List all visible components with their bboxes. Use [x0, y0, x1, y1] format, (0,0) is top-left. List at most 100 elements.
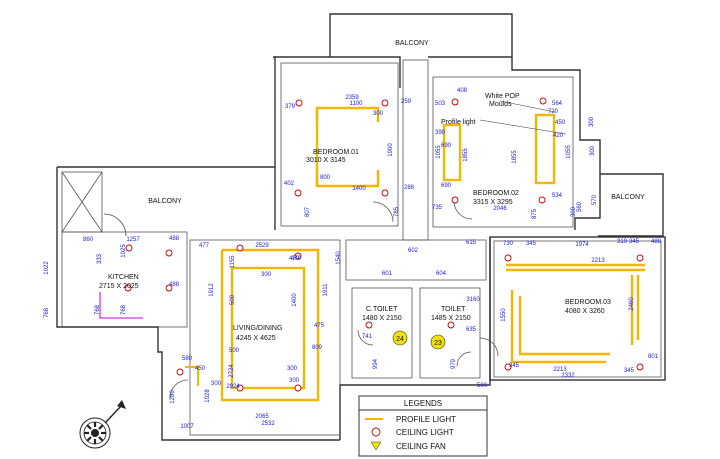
- room-size-bedroom1: 3010 X 3145: [306, 157, 346, 164]
- dimension-label: 420: [553, 133, 564, 139]
- ceiling-fan-23: [430, 334, 446, 350]
- room-size-toilet: 1485 X 2150: [431, 315, 471, 322]
- dimension-label: 604: [436, 271, 447, 277]
- compass-icon: [79, 400, 126, 449]
- dimension-label: 300: [211, 381, 222, 387]
- legend-title: LEGENDS: [404, 399, 442, 408]
- legend-item-ceiling-fan: CEILING FAN: [396, 442, 446, 451]
- dimension-label: 720: [548, 109, 559, 115]
- room-size-bedroom3: 4080 X 3260: [565, 308, 605, 315]
- dimension-label: 601: [382, 271, 393, 277]
- dimension-label: 979: [451, 358, 457, 369]
- dimension-label: 2460: [629, 297, 635, 311]
- dimension-label: 288: [404, 185, 415, 191]
- room-size-ctoilet: 1480 X 2150: [362, 315, 402, 322]
- dimension-label: 503: [435, 101, 446, 107]
- room-name-ctoilet: C.TOILET: [366, 306, 398, 313]
- room-name-toilet: TOILET: [441, 306, 466, 313]
- dimension-label: 1912: [209, 283, 215, 297]
- dimension-label: 345: [624, 368, 635, 374]
- dimension-label: 602: [408, 248, 419, 254]
- dimension-label: 475: [314, 323, 325, 329]
- dimension-label: 1022: [44, 261, 50, 275]
- dimension-label: 345: [629, 239, 640, 245]
- dimension-label: 1400: [292, 293, 298, 307]
- room-size-bedroom2: 3315 X 3295: [473, 199, 513, 206]
- dimension-label: 477: [199, 243, 210, 249]
- dimension-label: 1400: [352, 186, 366, 192]
- dimension-label: 785: [394, 206, 400, 217]
- dimension-label: 300: [590, 145, 596, 156]
- dimension-label: 402: [284, 181, 295, 187]
- dimension-label: 994: [373, 358, 379, 369]
- dimension-label: 1540: [336, 251, 342, 265]
- room-name-balcony-right: BALCONY: [611, 194, 645, 201]
- dimension-label: 500: [230, 294, 236, 305]
- dimension-label: 2213: [591, 258, 605, 264]
- room-size-living: 4245 X 4625: [236, 335, 276, 342]
- ceiling-fan-24: [392, 330, 408, 346]
- dimension-label: 1100: [350, 101, 364, 107]
- dimension-label: 2724: [229, 364, 235, 378]
- ceiling-fans: 24 23: [392, 330, 446, 350]
- dimension-label: 300: [287, 366, 298, 372]
- note-white-pop: White POP: [485, 93, 520, 100]
- room-name-balcony-left: BALCONY: [148, 198, 182, 205]
- dimension-label: 1028: [205, 389, 211, 403]
- dimension-label: 1055: [436, 145, 442, 159]
- dimension-label: 2532: [261, 421, 275, 427]
- room-labels: BALCONY BALCONY BALCONY BEDROOM.01 3010 …: [99, 40, 645, 342]
- dimension-label: 319: [617, 239, 628, 245]
- dimension-label: 470: [291, 256, 302, 262]
- dimension-label: 2924: [226, 384, 240, 390]
- dimension-label: 1155: [230, 255, 236, 269]
- dimension-label: 860: [83, 237, 94, 243]
- dimension-label: 300: [289, 378, 300, 384]
- dimension-label: 390: [435, 130, 446, 136]
- dimension-label: 500: [229, 348, 240, 354]
- legend-item-ceiling-light: CEILING LIGHT: [396, 428, 454, 437]
- dimension-label: 768: [95, 304, 101, 315]
- dimension-label: 345: [526, 241, 537, 247]
- dimension-label: 450: [555, 120, 566, 126]
- room-name-living: LIVING/DINING: [233, 325, 282, 332]
- dimension-label: 450: [195, 366, 206, 372]
- dimension-label: 470: [289, 256, 300, 262]
- dimension-label: 735: [432, 205, 443, 211]
- dimension-label: 1900: [388, 143, 394, 157]
- room-name-balcony-top: BALCONY: [395, 40, 429, 47]
- dimension-label: 768: [121, 304, 127, 315]
- legend: LEGENDS PROFILE LIGHT CEILING LIGHT CEIL…: [358, 395, 488, 457]
- dimension-label: 807: [305, 206, 311, 217]
- dimension-label: 259: [401, 99, 412, 105]
- dimension-label: 488: [169, 282, 180, 288]
- dimension-label: 300: [373, 111, 384, 117]
- dimension-label: 875: [532, 208, 538, 219]
- dimension-label: 1911: [323, 283, 329, 297]
- dimension-label: 809: [312, 345, 323, 351]
- dimension-label: 635: [466, 327, 477, 333]
- dimension-label: 408: [457, 88, 468, 94]
- dimension-label: 500: [477, 383, 488, 389]
- room-name-bedroom2: BEDROOM.02: [473, 190, 519, 197]
- dimension-label: 1025: [121, 244, 127, 258]
- room-name-bedroom3: BEDROOM.03: [565, 299, 611, 306]
- dimension-label: 615: [466, 240, 477, 246]
- dimension-label: 690: [441, 143, 452, 149]
- ceiling-fan-icon: [370, 441, 382, 451]
- dimension-label: 560: [577, 201, 583, 212]
- dimension-label: 1974: [575, 242, 589, 248]
- dimension-label: 768: [44, 307, 50, 318]
- room-name-kitchen: KITCHEN: [108, 274, 139, 281]
- dimension-label: 2065: [255, 414, 269, 420]
- dimension-label: 300: [589, 116, 595, 127]
- room-size-kitchen: 2715 X 2025: [99, 283, 139, 290]
- dimension-label: 300: [261, 272, 272, 278]
- dimension-label: 379: [285, 104, 296, 110]
- dimension-label: 564: [552, 101, 563, 107]
- note-profile-light: Profile light: [441, 119, 476, 126]
- dimension-label: 534: [552, 193, 563, 199]
- ceiling-light-icon: [371, 427, 381, 437]
